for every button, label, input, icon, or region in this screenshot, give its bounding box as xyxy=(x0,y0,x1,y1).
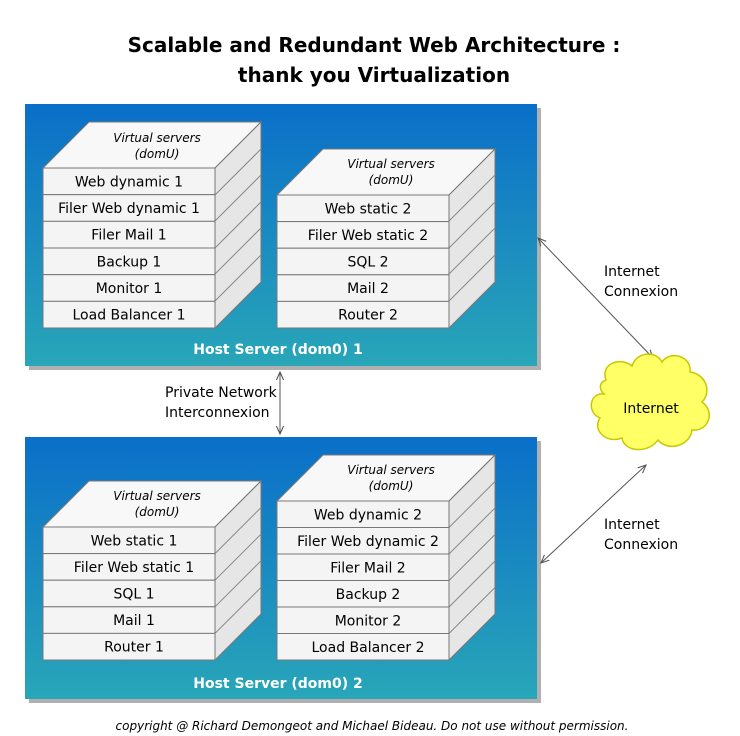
private-network-label-line1: Private Network xyxy=(165,385,278,401)
vm-row xyxy=(276,300,450,329)
vm-row-label: Filer Web dynamic 2 xyxy=(297,534,439,550)
virtual-servers-stack-1: Virtual servers (domU) Web dynamic 1 Fil… xyxy=(41,120,263,330)
vm-row-label: Backup 2 xyxy=(336,587,401,603)
stack-title-line1: Virtual servers xyxy=(113,489,201,503)
vm-row-label: Web dynamic 2 xyxy=(314,507,422,523)
vm-row xyxy=(276,247,450,276)
stack-title-line1: Virtual servers xyxy=(347,157,435,171)
stack-side-line xyxy=(448,507,496,555)
vm-row xyxy=(42,300,216,329)
internet-connection-label-1-line1: Internet xyxy=(604,264,660,280)
stack-side-line xyxy=(448,534,496,581)
private-network-label-line2: Interconnexion xyxy=(165,405,270,421)
vm-row-label: Load Balancer 2 xyxy=(312,640,425,656)
stack-title-line2: (domU) xyxy=(369,479,414,493)
host-server-1-label: Host Server (dom0) 1 xyxy=(193,342,363,358)
stack-side-line xyxy=(214,587,262,634)
vm-row-label: Web dynamic 1 xyxy=(75,174,183,190)
stack-side-line xyxy=(214,148,262,196)
vm-row xyxy=(42,167,216,196)
vm-row xyxy=(276,274,450,302)
vm-row xyxy=(42,526,216,555)
stack-side-line xyxy=(214,560,262,608)
virtual-servers-stack-4: Virtual servers (domU) Web dynamic 2 Fil… xyxy=(275,453,497,662)
stack-title-line2: (domU) xyxy=(135,147,180,161)
stack-side-line xyxy=(214,174,262,222)
stack-side-line xyxy=(448,254,496,302)
vm-row-label: Load Balancer 1 xyxy=(73,308,186,324)
stack-side-line xyxy=(448,174,496,222)
stack-title-line1: Virtual servers xyxy=(347,463,435,477)
stack-side-line xyxy=(214,533,262,581)
internet-connection-label-2-line2: Connexion xyxy=(604,537,678,553)
internet-connection-arrow-2 xyxy=(541,465,646,563)
vm-row-label: Backup 1 xyxy=(97,254,162,270)
stack-side-line xyxy=(448,560,496,608)
cloud-icon xyxy=(590,353,710,451)
vm-row xyxy=(42,632,216,661)
vm-row xyxy=(42,606,216,634)
vm-row xyxy=(42,579,216,608)
vm-row-label: Filer Web dynamic 1 xyxy=(58,201,200,217)
vm-row-label: Filer Web static 2 xyxy=(308,228,428,244)
stack-side-line xyxy=(214,201,262,249)
host-server-1: Host Server (dom0) 1 Virtual servers (do… xyxy=(25,104,541,370)
vm-row-label: Filer Mail 1 xyxy=(91,228,166,244)
vm-row-label: Router 2 xyxy=(338,308,398,324)
virtual-servers-stack-2: Virtual servers (domU) Web static 2 File… xyxy=(275,147,497,330)
vm-row xyxy=(276,194,450,223)
host-server-2: Host Server (dom0) 2 Virtual servers (do… xyxy=(25,437,541,703)
stack-side-line xyxy=(448,481,496,528)
internet-cloud: Internet xyxy=(590,353,710,451)
vm-row xyxy=(276,553,450,581)
stack-side-line xyxy=(448,201,496,249)
stack-side-line xyxy=(214,227,262,275)
vm-row-label: Web static 1 xyxy=(91,533,178,549)
vm-row-label: Filer Mail 2 xyxy=(330,560,405,576)
vm-row-label: Filer Web static 1 xyxy=(74,560,194,576)
copyright-notice: copyright @ Richard Demongeot and Michae… xyxy=(116,719,629,733)
diagram-title-line1: Scalable and Redundant Web Architecture … xyxy=(128,33,621,57)
stack-title-line2: (domU) xyxy=(135,505,180,519)
vm-row-label: Mail 2 xyxy=(347,281,389,297)
stack-title-line2: (domU) xyxy=(369,173,414,187)
internet-connection-label-1-line2: Connexion xyxy=(604,284,678,300)
virtual-servers-stack-3: Virtual servers (domU) Web static 1 File… xyxy=(41,479,263,662)
diagram-title-line2: thank you Virtualization xyxy=(238,63,510,87)
stack-side-line xyxy=(448,587,496,634)
vm-row-label: Monitor 2 xyxy=(335,613,402,629)
vm-row-label: SQL 2 xyxy=(347,255,388,271)
host-server-2-label: Host Server (dom0) 2 xyxy=(193,676,363,692)
vm-row xyxy=(42,553,216,581)
vm-row-label: Mail 1 xyxy=(113,613,155,629)
stack-side-line xyxy=(214,507,262,554)
vm-row-label: Router 1 xyxy=(104,640,164,656)
internet-label: Internet xyxy=(623,401,679,417)
vm-row xyxy=(276,633,450,661)
vm-row xyxy=(42,220,216,249)
stack-side-line xyxy=(448,227,496,275)
vm-row-label: SQL 1 xyxy=(113,587,154,603)
internet-connection-label-2-line1: Internet xyxy=(604,517,660,533)
stack-side-line xyxy=(214,254,262,302)
vm-row-label: Monitor 1 xyxy=(96,281,163,297)
vm-row-label: Web static 2 xyxy=(325,201,412,217)
internet-connection-arrow-1 xyxy=(538,238,653,358)
vm-row xyxy=(276,500,450,528)
stack-title-line1: Virtual servers xyxy=(113,131,201,145)
